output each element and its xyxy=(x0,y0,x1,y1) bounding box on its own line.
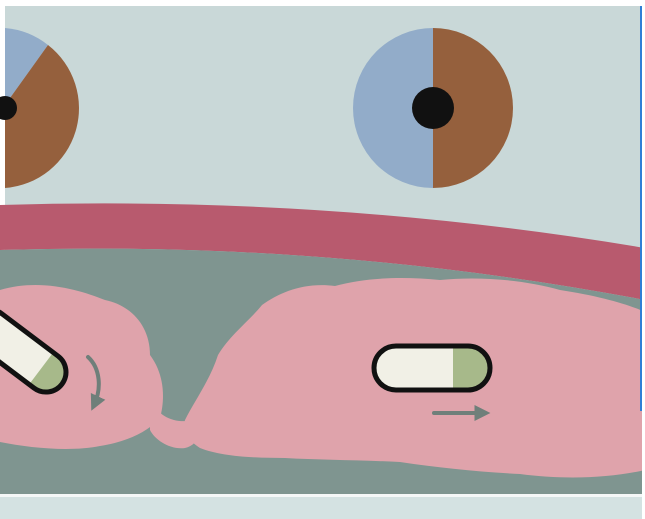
right-disc xyxy=(353,28,513,188)
bottom-strip-highlight xyxy=(0,494,645,497)
right-edge-accent xyxy=(640,6,642,411)
right-capsule xyxy=(374,346,490,390)
bottom-strip xyxy=(0,495,645,519)
top-border xyxy=(0,0,645,6)
right-disc-center-dot xyxy=(412,87,454,129)
